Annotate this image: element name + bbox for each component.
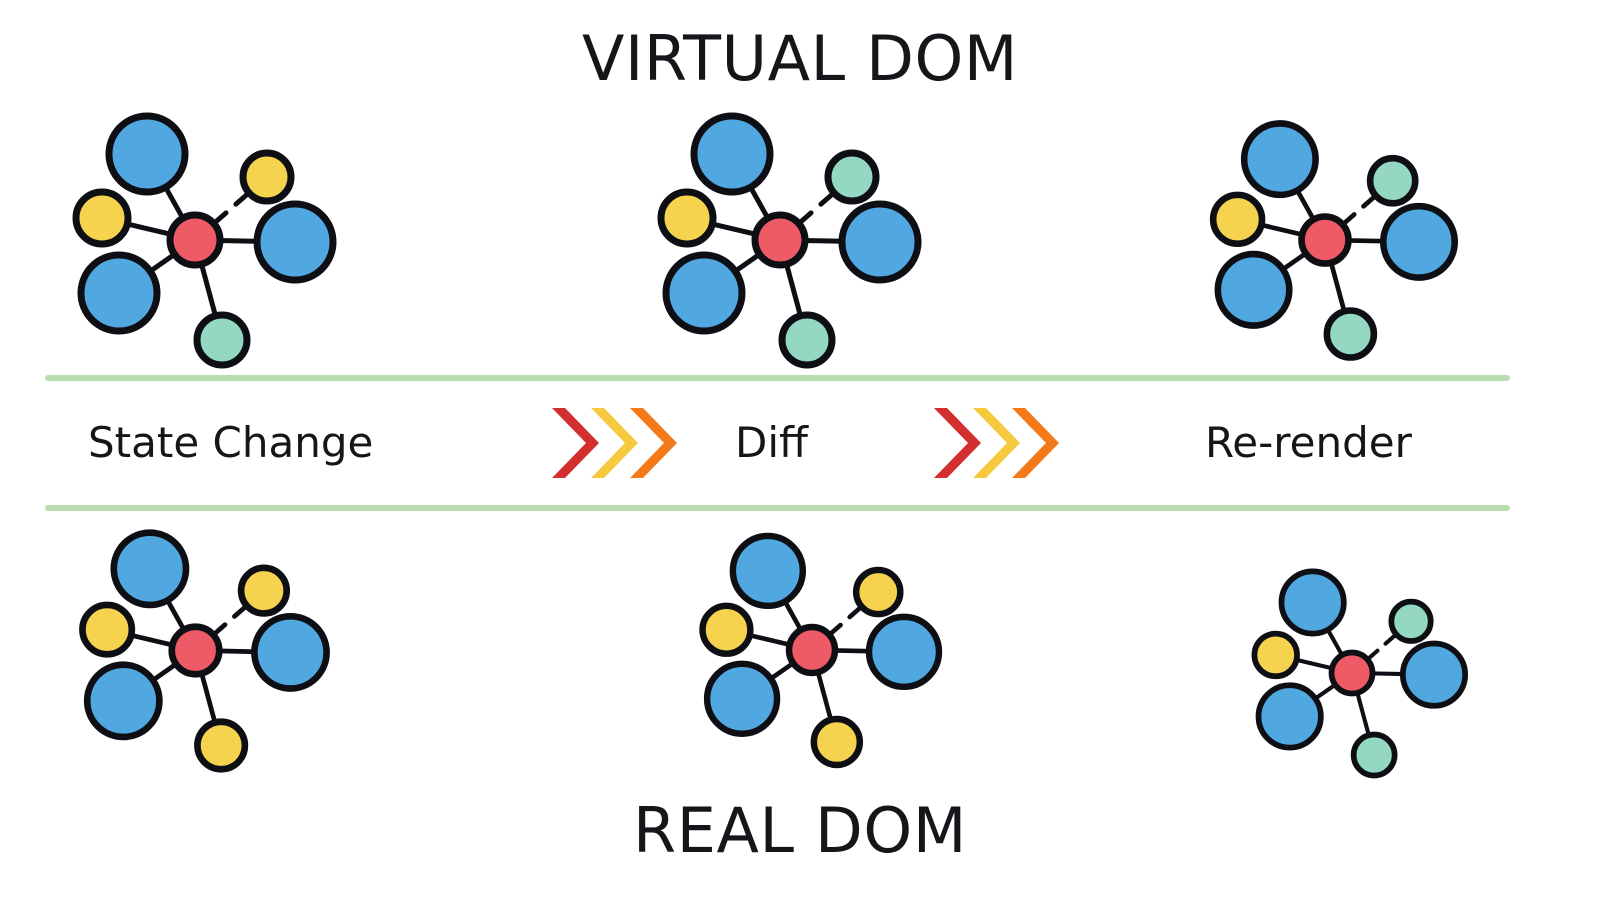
edge-to-node-top-left [747,182,772,223]
node-graph-real-dom-diff [674,512,950,788]
edge-to-node-top-left [162,182,187,223]
edge-to-node-bottom [783,259,804,321]
node-graph-virtual-dom-state-change [45,90,345,390]
node-bottom [1350,731,1398,779]
node-bottom [778,311,836,369]
edge-to-node-top-left [781,597,804,634]
chevron-yellow-icon [973,408,1020,478]
node-left [1209,191,1266,248]
edge-to-node-top-left [1294,186,1317,224]
node-right [865,613,943,691]
node-graph-real-dom-re-render [1229,550,1475,796]
node-left [1251,630,1300,680]
node-left [72,188,132,248]
node-right [250,612,330,692]
edge-to-node-right [830,648,874,654]
node-top-left [109,528,189,608]
edge-to-node-left [707,221,761,238]
node-center-root [166,211,224,269]
node-graph-real-dom-state-change [53,508,338,793]
edge-to-node-left [1257,222,1307,238]
edge-to-node-lower-left [1278,250,1310,273]
node-center-root [751,211,809,269]
node-bottom [193,311,251,369]
node-right [838,200,922,284]
node-lower-left [1255,682,1324,751]
edge-to-node-left [745,632,794,648]
chevron-orange-icon [630,408,677,478]
edge-to-node-bottom [198,668,218,727]
node-center-root [785,623,839,677]
process-band: State Change Diff Re-render [0,381,1600,505]
triple-chevron-right-icon [548,404,678,482]
edge-to-node-top-left [163,595,187,634]
edge-to-node-right [800,237,847,244]
node-graph-virtual-dom-diff [630,90,930,390]
node-lower-left [703,660,781,737]
edge-to-node-lower-left [146,250,179,275]
chevron-orange-icon [1012,408,1059,478]
edge-to-node-left [1292,657,1336,671]
edge-to-node-lower-left [1311,681,1339,702]
edge-to-node-left [122,221,176,238]
node-top-left [1240,120,1319,199]
edge-to-node-bottom [815,668,834,724]
node-upper-right [1388,598,1434,644]
edge-to-node-left [126,631,177,648]
edge-to-node-lower-left [766,659,797,683]
node-top-left [729,532,807,610]
step-label-state-change: State Change [88,418,374,467]
node-top-left [690,112,774,196]
chevron-red-icon [934,408,981,478]
edge-to-node-right [1368,671,1407,677]
chevron-yellow-icon [591,408,638,478]
edge-to-node-top-left [1324,626,1345,659]
step-label-diff: Diff [735,418,808,467]
step-label-re-render: Re-render [1205,418,1412,467]
node-bottom [810,715,864,769]
node-upper-right [239,149,295,205]
node-lower-left [1214,250,1293,329]
node-top-left [1278,568,1347,637]
page-title-virtual-dom: VIRTUAL DOM [581,22,1019,95]
edge-to-node-right [1344,238,1388,244]
node-left [657,188,717,248]
edge-to-node-bottom [1354,689,1372,739]
edge-to-node-lower-left [731,250,764,275]
node-upper-right [824,149,880,205]
edge-to-node-lower-left [148,660,180,684]
divider-top [45,375,1510,381]
node-right [253,200,337,284]
node-left [699,602,754,657]
edge-to-node-bottom [1328,258,1348,316]
node-lower-left [77,251,161,335]
node-right [1399,640,1469,709]
node-center-root [1298,213,1352,267]
triple-chevron-right-icon [930,404,1060,482]
node-bottom [193,717,248,773]
node-top-left [105,112,189,196]
node-upper-right [1366,154,1419,207]
node-bottom [1323,307,1378,361]
node-center-root [1328,649,1376,697]
edge-to-node-right [215,237,262,244]
edge-to-node-bottom [198,259,219,321]
node-right [1379,202,1459,281]
page-title-real-dom: REAL DOM [633,794,967,867]
node-lower-left [83,660,163,740]
node-upper-right [852,566,904,618]
node-upper-right [237,564,290,617]
node-left [78,601,135,658]
node-graph-virtual-dom-re-render [1184,99,1466,381]
chevron-red-icon [552,408,599,478]
node-center-root [167,622,223,678]
edge-to-node-right [214,648,259,654]
divider-bottom [45,505,1510,511]
node-lower-left [662,251,746,335]
